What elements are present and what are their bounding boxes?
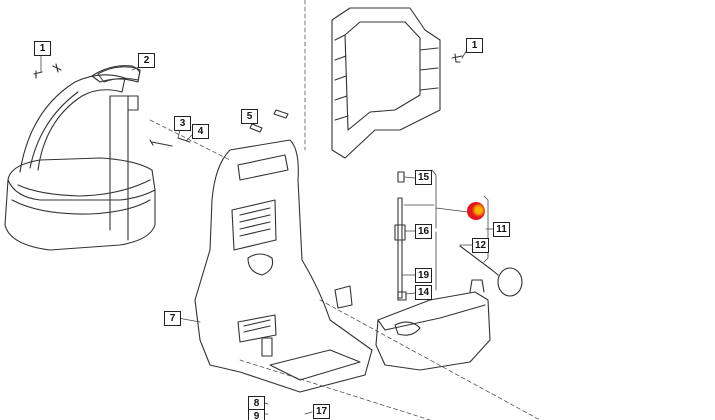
callout-12: 12 bbox=[472, 238, 489, 253]
callout-5: 5 bbox=[241, 109, 258, 124]
callout-1-left: 1 bbox=[34, 41, 51, 56]
callout-11: 11 bbox=[493, 222, 510, 237]
fuel-tank bbox=[375, 279, 491, 371]
back-cover bbox=[331, 7, 441, 159]
callout-15: 15 bbox=[415, 170, 432, 185]
fuel-cap bbox=[459, 245, 523, 297]
strap-part bbox=[97, 66, 141, 83]
callout-7: 7 bbox=[164, 311, 181, 326]
callout-2: 2 bbox=[138, 53, 155, 68]
assembly-dashed-lines bbox=[149, 0, 541, 420]
leader-lines bbox=[40, 44, 494, 415]
callout-14: 14 bbox=[415, 285, 432, 300]
screw-right bbox=[451, 53, 463, 63]
harness-assembly bbox=[4, 65, 156, 251]
callout-9: 9 bbox=[248, 409, 265, 420]
callout-4: 4 bbox=[192, 124, 209, 139]
callout-17: 17 bbox=[313, 404, 330, 419]
callout-3: 3 bbox=[174, 116, 191, 131]
callout-16: 16 bbox=[415, 224, 432, 239]
screws-left bbox=[33, 63, 289, 147]
suction-hose-parts bbox=[394, 171, 407, 301]
backpack-frame bbox=[194, 139, 373, 393]
callout-19: 19 bbox=[415, 268, 432, 283]
hotspot-marker[interactable] bbox=[467, 202, 485, 220]
callout-1-right: 1 bbox=[466, 38, 483, 53]
